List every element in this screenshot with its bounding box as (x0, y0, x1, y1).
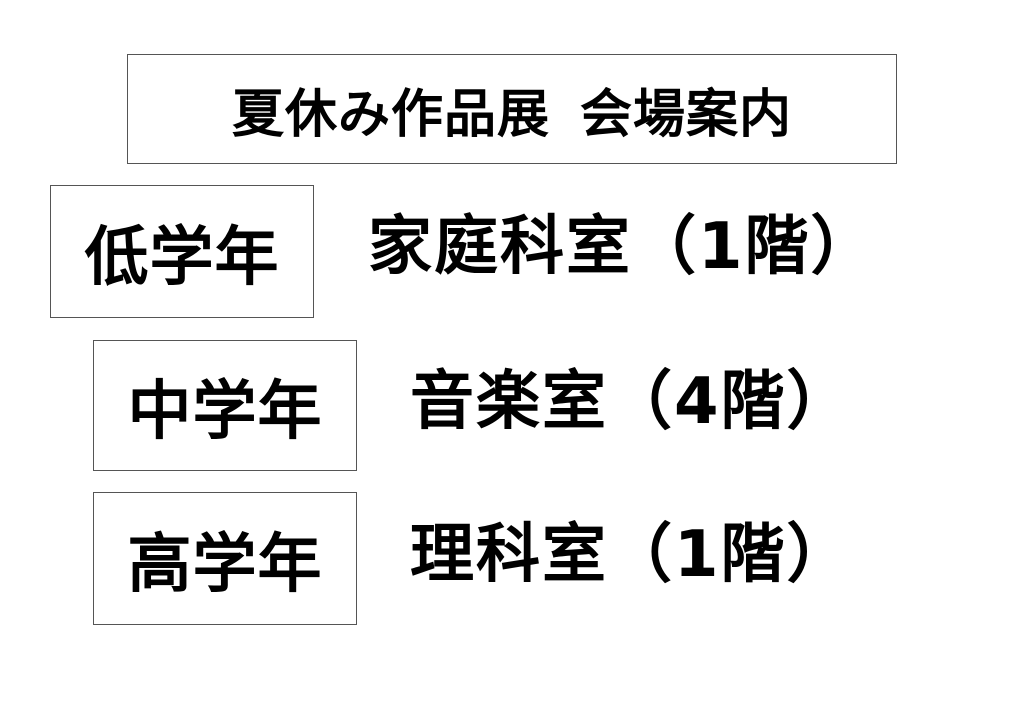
title-event-name: 夏休み作品展 (231, 84, 550, 145)
grade-label-text: 高学年 (127, 527, 323, 602)
title-venue-guide: 会場案内 (580, 84, 793, 145)
room-upper: 理科室（1階） (410, 518, 853, 592)
room-middle: 音楽室（4階） (410, 365, 853, 439)
grade-label-middle: 中学年 (93, 340, 357, 471)
grade-label-text: 中学年 (127, 374, 323, 449)
grade-label-text: 低学年 (84, 220, 280, 295)
page-title: 夏休み作品展 会場案内 (127, 54, 897, 164)
grade-label-lower: 低学年 (50, 185, 314, 318)
room-lower: 家庭科室（1階） (368, 210, 877, 284)
grade-label-upper: 高学年 (93, 492, 357, 625)
